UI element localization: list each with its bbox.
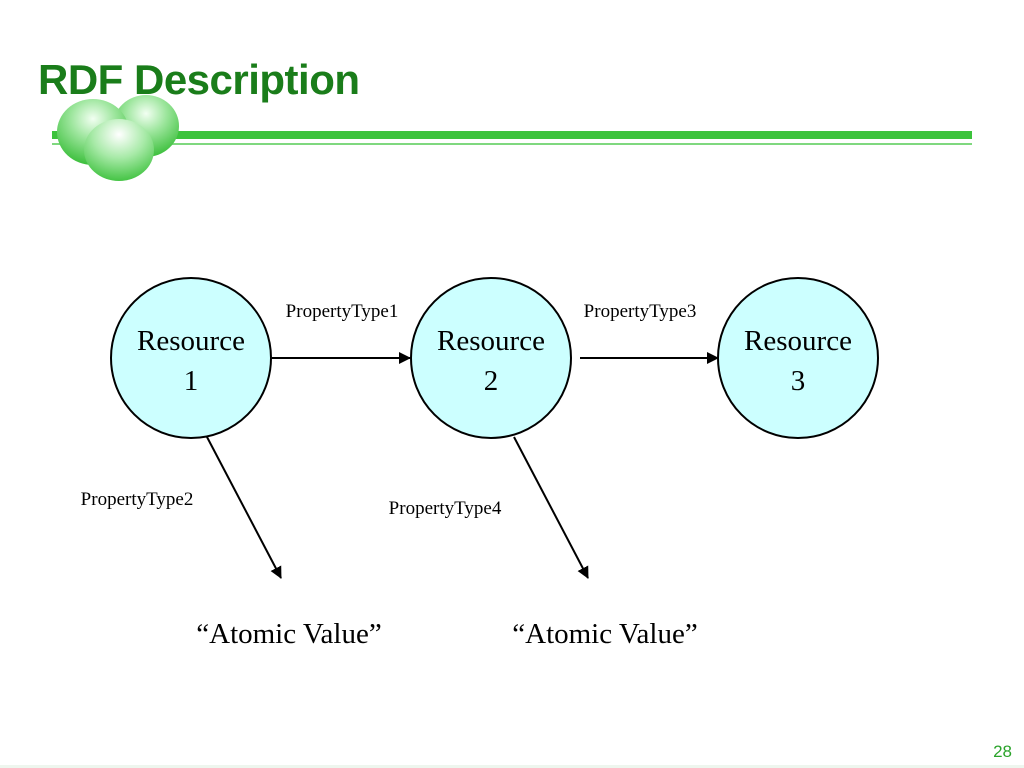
atomic-value-1: “Atomic Value” [196, 618, 381, 650]
edge-label-propertytype2: PropertyType2 [81, 489, 194, 510]
resource-node-1-line1: Resource [137, 325, 245, 357]
edge-label-propertytype3: PropertyType3 [584, 301, 697, 322]
edge-label-propertytype4: PropertyType4 [389, 498, 502, 519]
edge-r2-v2-arrow [513, 436, 589, 579]
resource-node-2-line2: 2 [484, 365, 499, 397]
header-decoration [52, 95, 972, 181]
resource-node-2: Resource 2 [410, 277, 572, 439]
resource-node-3: Resource 3 [717, 277, 879, 439]
header-rule [52, 131, 972, 139]
edge-r1-v1-arrow [206, 436, 282, 579]
footer-line [0, 765, 1024, 768]
resource-node-3-line2: 3 [791, 365, 806, 397]
page-number: 28 [993, 742, 1012, 761]
resource-node-3-line1: Resource [744, 325, 852, 357]
resource-node-1-line2: 1 [184, 365, 199, 397]
slide-title: RDF Description [38, 56, 360, 103]
bubble-decoration-bottom [84, 119, 154, 181]
resource-node-2-line1: Resource [437, 325, 545, 357]
header-rule-thin [52, 143, 972, 145]
edge-label-propertytype1: PropertyType1 [286, 301, 399, 322]
atomic-value-2: “Atomic Value” [512, 618, 697, 650]
resource-node-1: Resource 1 [110, 277, 272, 439]
